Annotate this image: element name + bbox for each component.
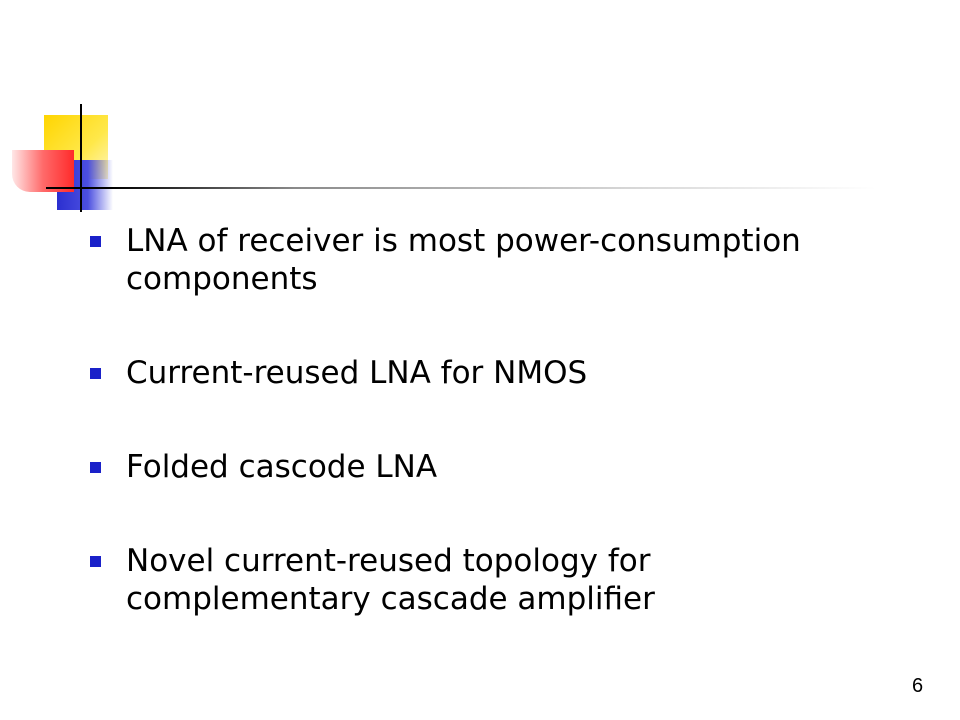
bullet-text: Folded cascode LNA (126, 449, 438, 485)
bullet-text: LNA of receiver is most power-consumptio… (126, 223, 801, 297)
square-bullet-icon (90, 462, 101, 473)
bullet-list: LNA of receiver is most power-consumptio… (90, 222, 830, 618)
logo-vertical-line (80, 104, 82, 212)
title-divider-line (46, 187, 876, 189)
bullet-item: Current-reused LNA for NMOS (90, 354, 830, 392)
bullet-text: Novel current-reused topology for comple… (126, 543, 655, 617)
bullet-item: LNA of receiver is most power-consumptio… (90, 222, 830, 298)
bullet-item: Novel current-reused topology for comple… (90, 542, 830, 618)
bullet-item: Folded cascode LNA (90, 448, 830, 486)
bullet-text: Current-reused LNA for NMOS (126, 355, 588, 391)
logo-red-square-icon (12, 150, 74, 192)
square-bullet-icon (90, 556, 101, 567)
square-bullet-icon (90, 236, 101, 247)
page-number: 6 (912, 675, 924, 697)
square-bullet-icon (90, 368, 101, 379)
